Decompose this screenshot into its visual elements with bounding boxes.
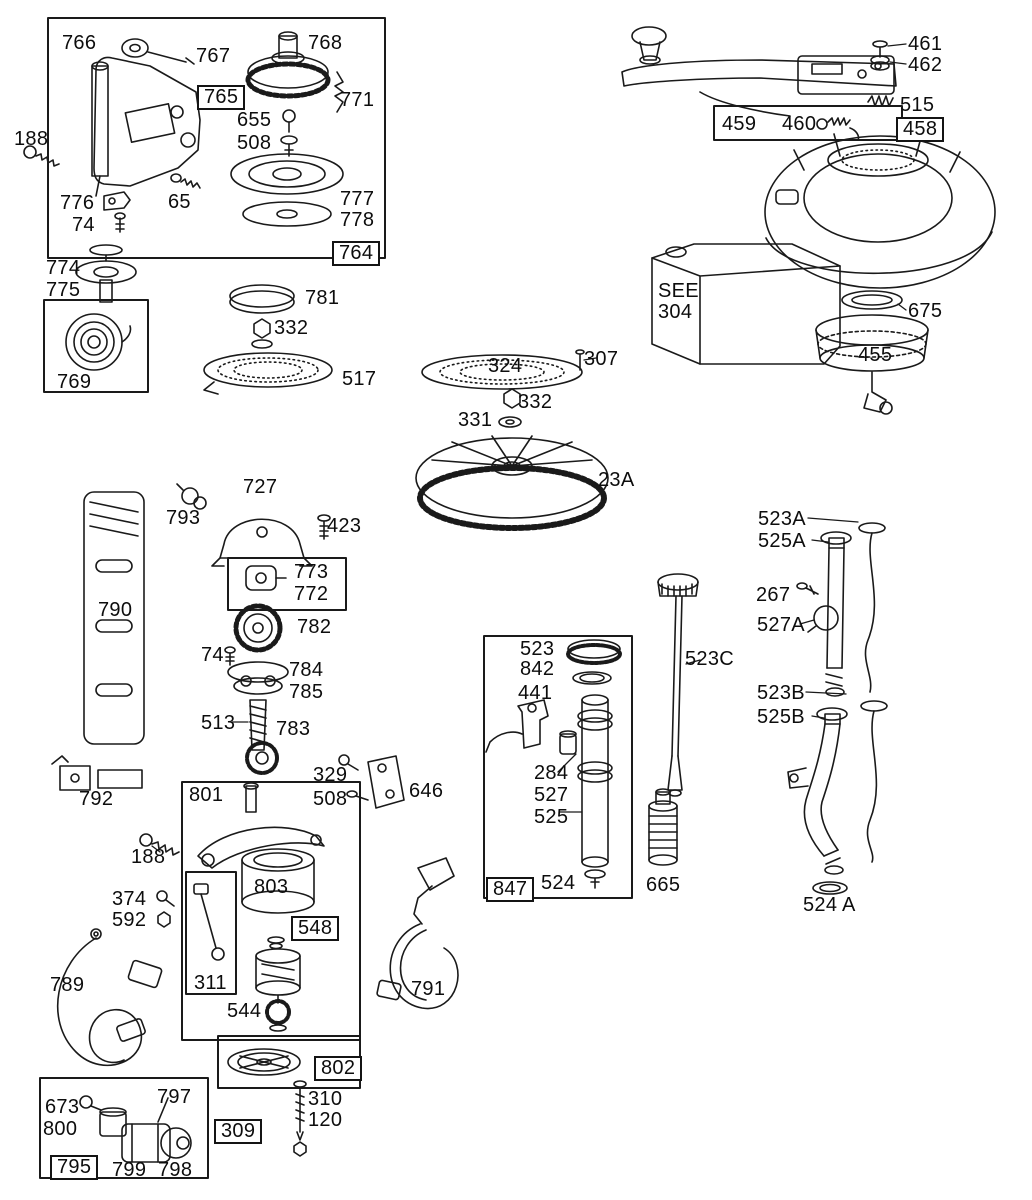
screw-188-drawing bbox=[23, 145, 60, 167]
dipstick-523c-drawing bbox=[657, 573, 699, 797]
flywheel-assembly-drawing bbox=[415, 349, 609, 531]
rewind-clutch-assembly-drawing bbox=[91, 31, 344, 233]
starter-clutch-group-drawing bbox=[193, 782, 325, 1157]
control-lever-assembly-drawing bbox=[621, 26, 897, 141]
fuel-pipe-group-drawing bbox=[485, 639, 622, 889]
oil-filler-tubes-drawing bbox=[787, 522, 888, 895]
wiring-harness-and-cable-drawing bbox=[56, 857, 459, 1067]
group-boxes bbox=[39, 17, 903, 1179]
fuel-tank-and-gear-train-drawing bbox=[51, 483, 405, 928]
rope-pulley-and-spring-drawing bbox=[65, 244, 137, 371]
starter-motor-group-drawing bbox=[79, 1095, 192, 1163]
cap-nut-screen-drawing bbox=[203, 284, 333, 395]
engine-blower-housing-drawing bbox=[651, 133, 996, 415]
leader-lines bbox=[151, 43, 907, 853]
filter-665-drawing bbox=[648, 788, 678, 866]
